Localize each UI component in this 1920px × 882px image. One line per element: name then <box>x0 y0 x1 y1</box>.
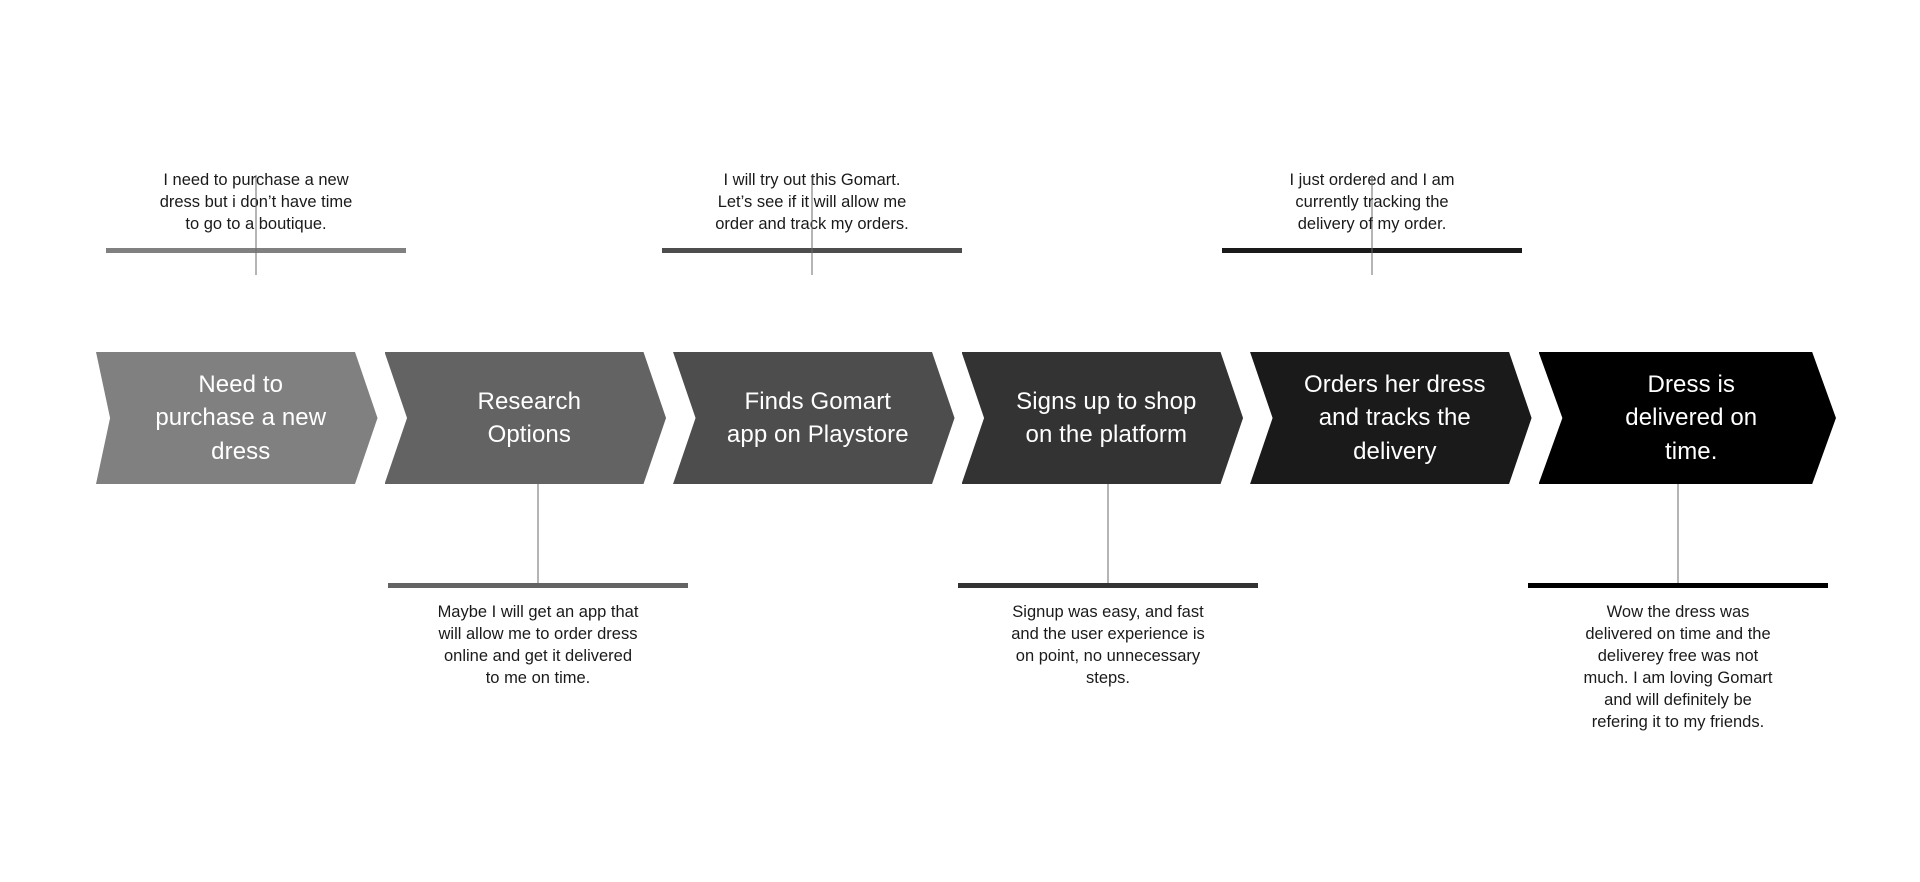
journey-stage-3-label: Finds Gomart app on Playstore <box>726 387 909 448</box>
journey-quote-4-text: Signup was easy, and fast and the user e… <box>1011 603 1205 687</box>
journey-quote-1: I need to purchase a new dress but i don… <box>106 170 406 275</box>
journey-quote-6-text: Wow the dress was delivered on time and … <box>1583 603 1773 731</box>
journey-stage-3[interactable]: Finds Gomart app on Playstore <box>673 352 955 484</box>
journey-quote-4: Signup was easy, and fast and the user e… <box>958 484 1258 690</box>
journey-quote-4-bar <box>958 583 1258 588</box>
journey-quote-3: I will try out this Gomart. Let’s see if… <box>662 170 962 275</box>
journey-stage-2-label: Research Options <box>477 387 582 448</box>
journey-stage-6[interactable]: Dress is delivered on time. <box>1538 352 1836 484</box>
journey-quote-2-text: Maybe I will get an app that will allow … <box>437 603 639 687</box>
journey-stage-6-label: Dress is delivered on time. <box>1625 371 1758 465</box>
journey-quote-6: Wow the dress was delivered on time and … <box>1528 484 1828 734</box>
journey-stage-5[interactable]: Orders her dress and tracks the delivery <box>1250 352 1532 484</box>
journey-quote-1-text: I need to purchase a new dress but i don… <box>159 171 353 233</box>
journey-quote-4-stem <box>1107 484 1109 583</box>
journey-quote-2-stem <box>537 484 539 583</box>
journey-quote-6-bar <box>1528 583 1828 588</box>
journey-quote-5: I just ordered and I am currently tracki… <box>1222 170 1522 275</box>
journey-quote-2: Maybe I will get an app that will allow … <box>388 484 688 690</box>
journey-stage-1[interactable]: Need to purchase a new dress <box>96 352 378 484</box>
journey-quote-2-bar <box>388 583 688 588</box>
journey-quote-1-stem <box>255 175 257 275</box>
journey-stage-4-label: Signs up to shop on the platform <box>1016 387 1197 448</box>
journey-stage-4[interactable]: Signs up to shop on the platform <box>961 352 1244 484</box>
journey-quote-3-stem <box>811 175 813 275</box>
chevron-flow-strip: Need to purchase a new dress Research Op… <box>96 352 1836 484</box>
journey-quote-5-text: I just ordered and I am currently tracki… <box>1289 171 1455 233</box>
journey-quote-6-stem <box>1677 484 1679 583</box>
journey-stage-1-label: Need to purchase a new dress <box>155 371 327 465</box>
journey-quote-3-text: I will try out this Gomart. Let’s see if… <box>715 171 909 233</box>
journey-quote-5-stem <box>1371 175 1373 275</box>
journey-stage-2[interactable]: Research Options <box>384 352 667 484</box>
journey-stage-5-label: Orders her dress and tracks the delivery <box>1303 371 1486 465</box>
